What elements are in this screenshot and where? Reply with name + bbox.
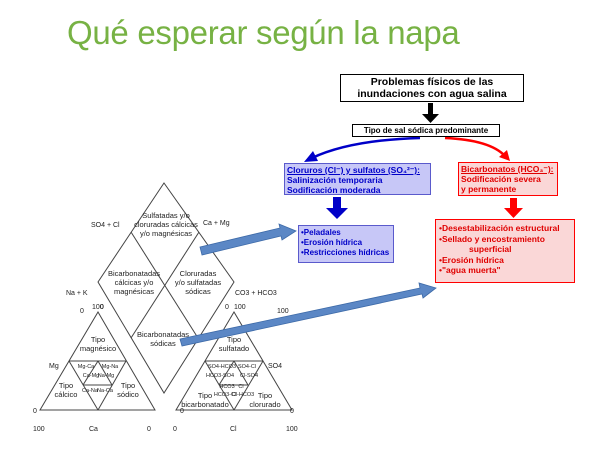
main-down-arrow — [422, 103, 439, 123]
svg-text:sulfatado: sulfatado — [219, 344, 249, 353]
svg-text:cálcicas y/o: cálcicas y/o — [115, 278, 154, 287]
chlorides-line3: Sodificación moderada — [287, 185, 381, 195]
axis-label-so4: SO4 — [268, 363, 282, 370]
svg-text:y/o magnésicas: y/o magnésicas — [140, 229, 192, 238]
list-item: •Restricciones hídricas — [301, 248, 390, 257]
svg-text:Ca-Na: Ca-Na — [82, 388, 99, 394]
svg-text:100: 100 — [92, 304, 104, 311]
svg-text:magnésico: magnésico — [80, 344, 116, 353]
bicarbonates-line2: Sodificación severa — [461, 174, 541, 184]
svg-text:0: 0 — [225, 304, 229, 311]
svg-text:Na-Ca: Na-Ca — [97, 388, 114, 394]
svg-text:Tipo: Tipo — [121, 381, 135, 390]
slide-title: Qué esperar según la napa — [67, 14, 460, 51]
svg-text:Tipo: Tipo — [227, 335, 241, 344]
tick-labels: 100 0 0 100 0 0 100 0 0 100 0 0 100 — [33, 304, 298, 433]
list-item: •"agua muerta" — [439, 265, 501, 275]
svg-text:Bicarbonatadas: Bicarbonatadas — [137, 330, 189, 339]
chlorides-heading: Cloruros (Cl⁻) y sulfatos (SO₄²⁻): — [287, 165, 420, 175]
main-problem-line1: Problemas físicos de las — [370, 76, 494, 88]
svg-text:SO4-Cl: SO4-Cl — [238, 364, 256, 370]
svg-text:0: 0 — [180, 408, 184, 415]
main-problem-line2: inundaciones con agua salina — [357, 88, 507, 100]
list-item: superficial — [469, 244, 512, 254]
svg-text:HCO3: HCO3 — [219, 384, 234, 390]
svg-text:sódicas: sódicas — [185, 287, 211, 296]
arrow-diamond-to-bicarbonates — [179, 282, 437, 347]
svg-text:Tipo: Tipo — [198, 391, 212, 400]
bicarbonates-box: Bicarbonatos (HCO₃⁻): Sodificación sever… — [458, 162, 558, 196]
chlorides-line2: Salinización temporaria — [287, 175, 383, 185]
chlorides-box: Cloruros (Cl⁻) y sulfatos (SO₄²⁻): Salin… — [284, 163, 431, 195]
svg-text:Ca-Mg: Ca-Mg — [83, 373, 100, 379]
diamond-left-label: Bicarbonatadas cálcicas y/o magnésicas — [108, 269, 160, 296]
diamond-top-label: Sulfatadas y/o cloruradas cálcicas y/o m… — [134, 211, 198, 238]
branch-arrows — [304, 136, 510, 162]
bicarbonates-effects-list: •Desestabilización estructural •Sellado … — [435, 219, 575, 283]
svg-text:Tipo: Tipo — [59, 381, 73, 390]
svg-text:HCO3-SO4: HCO3-SO4 — [206, 373, 234, 379]
axis-label-ca: Ca — [89, 426, 98, 433]
svg-text:Cl: Cl — [238, 384, 243, 390]
piper-left-triangle — [39, 311, 156, 411]
right-triangle-labels: Tipo sulfatado Tipo bicarbonatado Tipo c… — [181, 335, 280, 409]
svg-text:0: 0 — [33, 408, 37, 415]
svg-text:HCO3-Cl: HCO3-Cl — [214, 392, 236, 398]
svg-text:SO4-HCO3: SO4-HCO3 — [208, 364, 236, 370]
svg-text:Tipo: Tipo — [258, 391, 272, 400]
diamond-right-label: Cloruradas y/o sulfatadas sódicas — [175, 269, 222, 296]
svg-text:cloruradas cálcicas: cloruradas cálcicas — [134, 220, 198, 229]
diamond-bottom-label: Bicarbonatadas sódicas — [137, 330, 189, 348]
svg-text:0: 0 — [173, 426, 177, 433]
svg-text:Bicarbonatadas: Bicarbonatadas — [108, 269, 160, 278]
svg-text:Tipo: Tipo — [91, 335, 105, 344]
svg-text:100: 100 — [286, 426, 298, 433]
list-item: •Desestabilización estructural — [439, 223, 560, 233]
svg-text:Na-Mg: Na-Mg — [98, 373, 115, 379]
axis-label-na-k: Na + K — [66, 290, 88, 297]
salt-type-box: Tipo de sal sódica predominante — [352, 124, 500, 137]
svg-text:Cl-SO4: Cl-SO4 — [240, 373, 258, 379]
bicarbonates-heading: Bicarbonatos (HCO₃⁻): — [461, 164, 554, 174]
svg-text:sódico: sódico — [117, 390, 139, 399]
svg-text:0: 0 — [80, 308, 84, 315]
svg-text:Cloruradas: Cloruradas — [180, 269, 217, 278]
svg-text:100: 100 — [33, 426, 45, 433]
svg-text:magnésicas: magnésicas — [114, 287, 154, 296]
svg-text:0: 0 — [147, 426, 151, 433]
svg-text:cálcico: cálcico — [55, 390, 78, 399]
svg-text:Mg-Na: Mg-Na — [102, 364, 119, 370]
main-problem-box: Problemas físicos de las inundaciones co… — [340, 74, 524, 102]
svg-text:100: 100 — [234, 304, 246, 311]
arrow-diamond-to-chlorides — [199, 223, 297, 256]
svg-text:sódicas: sódicas — [150, 339, 176, 348]
svg-text:0: 0 — [290, 408, 294, 415]
list-item: •Erosión hídrica — [439, 254, 504, 265]
blue-down-arrow — [326, 197, 348, 219]
svg-text:Sulfatadas y/o: Sulfatadas y/o — [142, 211, 190, 220]
svg-text:Cl-HCO3: Cl-HCO3 — [232, 392, 254, 398]
axis-label-so4-cl: SO4 + Cl — [91, 222, 120, 229]
chlorides-effects-list: •Peladales •Erosión hídrica •Restriccion… — [298, 225, 394, 263]
bicarbonates-line3: y permanente — [461, 184, 517, 194]
svg-text:Mg-Ca: Mg-Ca — [78, 364, 95, 370]
svg-text:y/o sulfatadas: y/o sulfatadas — [175, 278, 222, 287]
list-item: •Sellado y encostramiento — [439, 233, 545, 244]
red-down-arrow — [504, 198, 523, 218]
axis-label-mg: Mg — [49, 363, 59, 370]
axis-label-co3-hco3: CO3 + HCO3 — [235, 290, 277, 297]
svg-text:100: 100 — [277, 308, 289, 315]
left-triangle-labels: Tipo magnésico Tipo cálcico Tipo sódico … — [55, 335, 139, 399]
piper-right-triangle — [175, 311, 293, 411]
svg-text:bicarbonatado: bicarbonatado — [181, 400, 229, 409]
svg-text:0: 0 — [100, 304, 104, 311]
axis-label-ca-mg: Ca + Mg — [203, 220, 230, 227]
list-item: •Erosión hídrica — [301, 238, 363, 247]
svg-text:clorurado: clorurado — [249, 400, 280, 409]
axis-label-cl: Cl — [230, 426, 237, 433]
list-item: •Peladales — [301, 228, 341, 237]
